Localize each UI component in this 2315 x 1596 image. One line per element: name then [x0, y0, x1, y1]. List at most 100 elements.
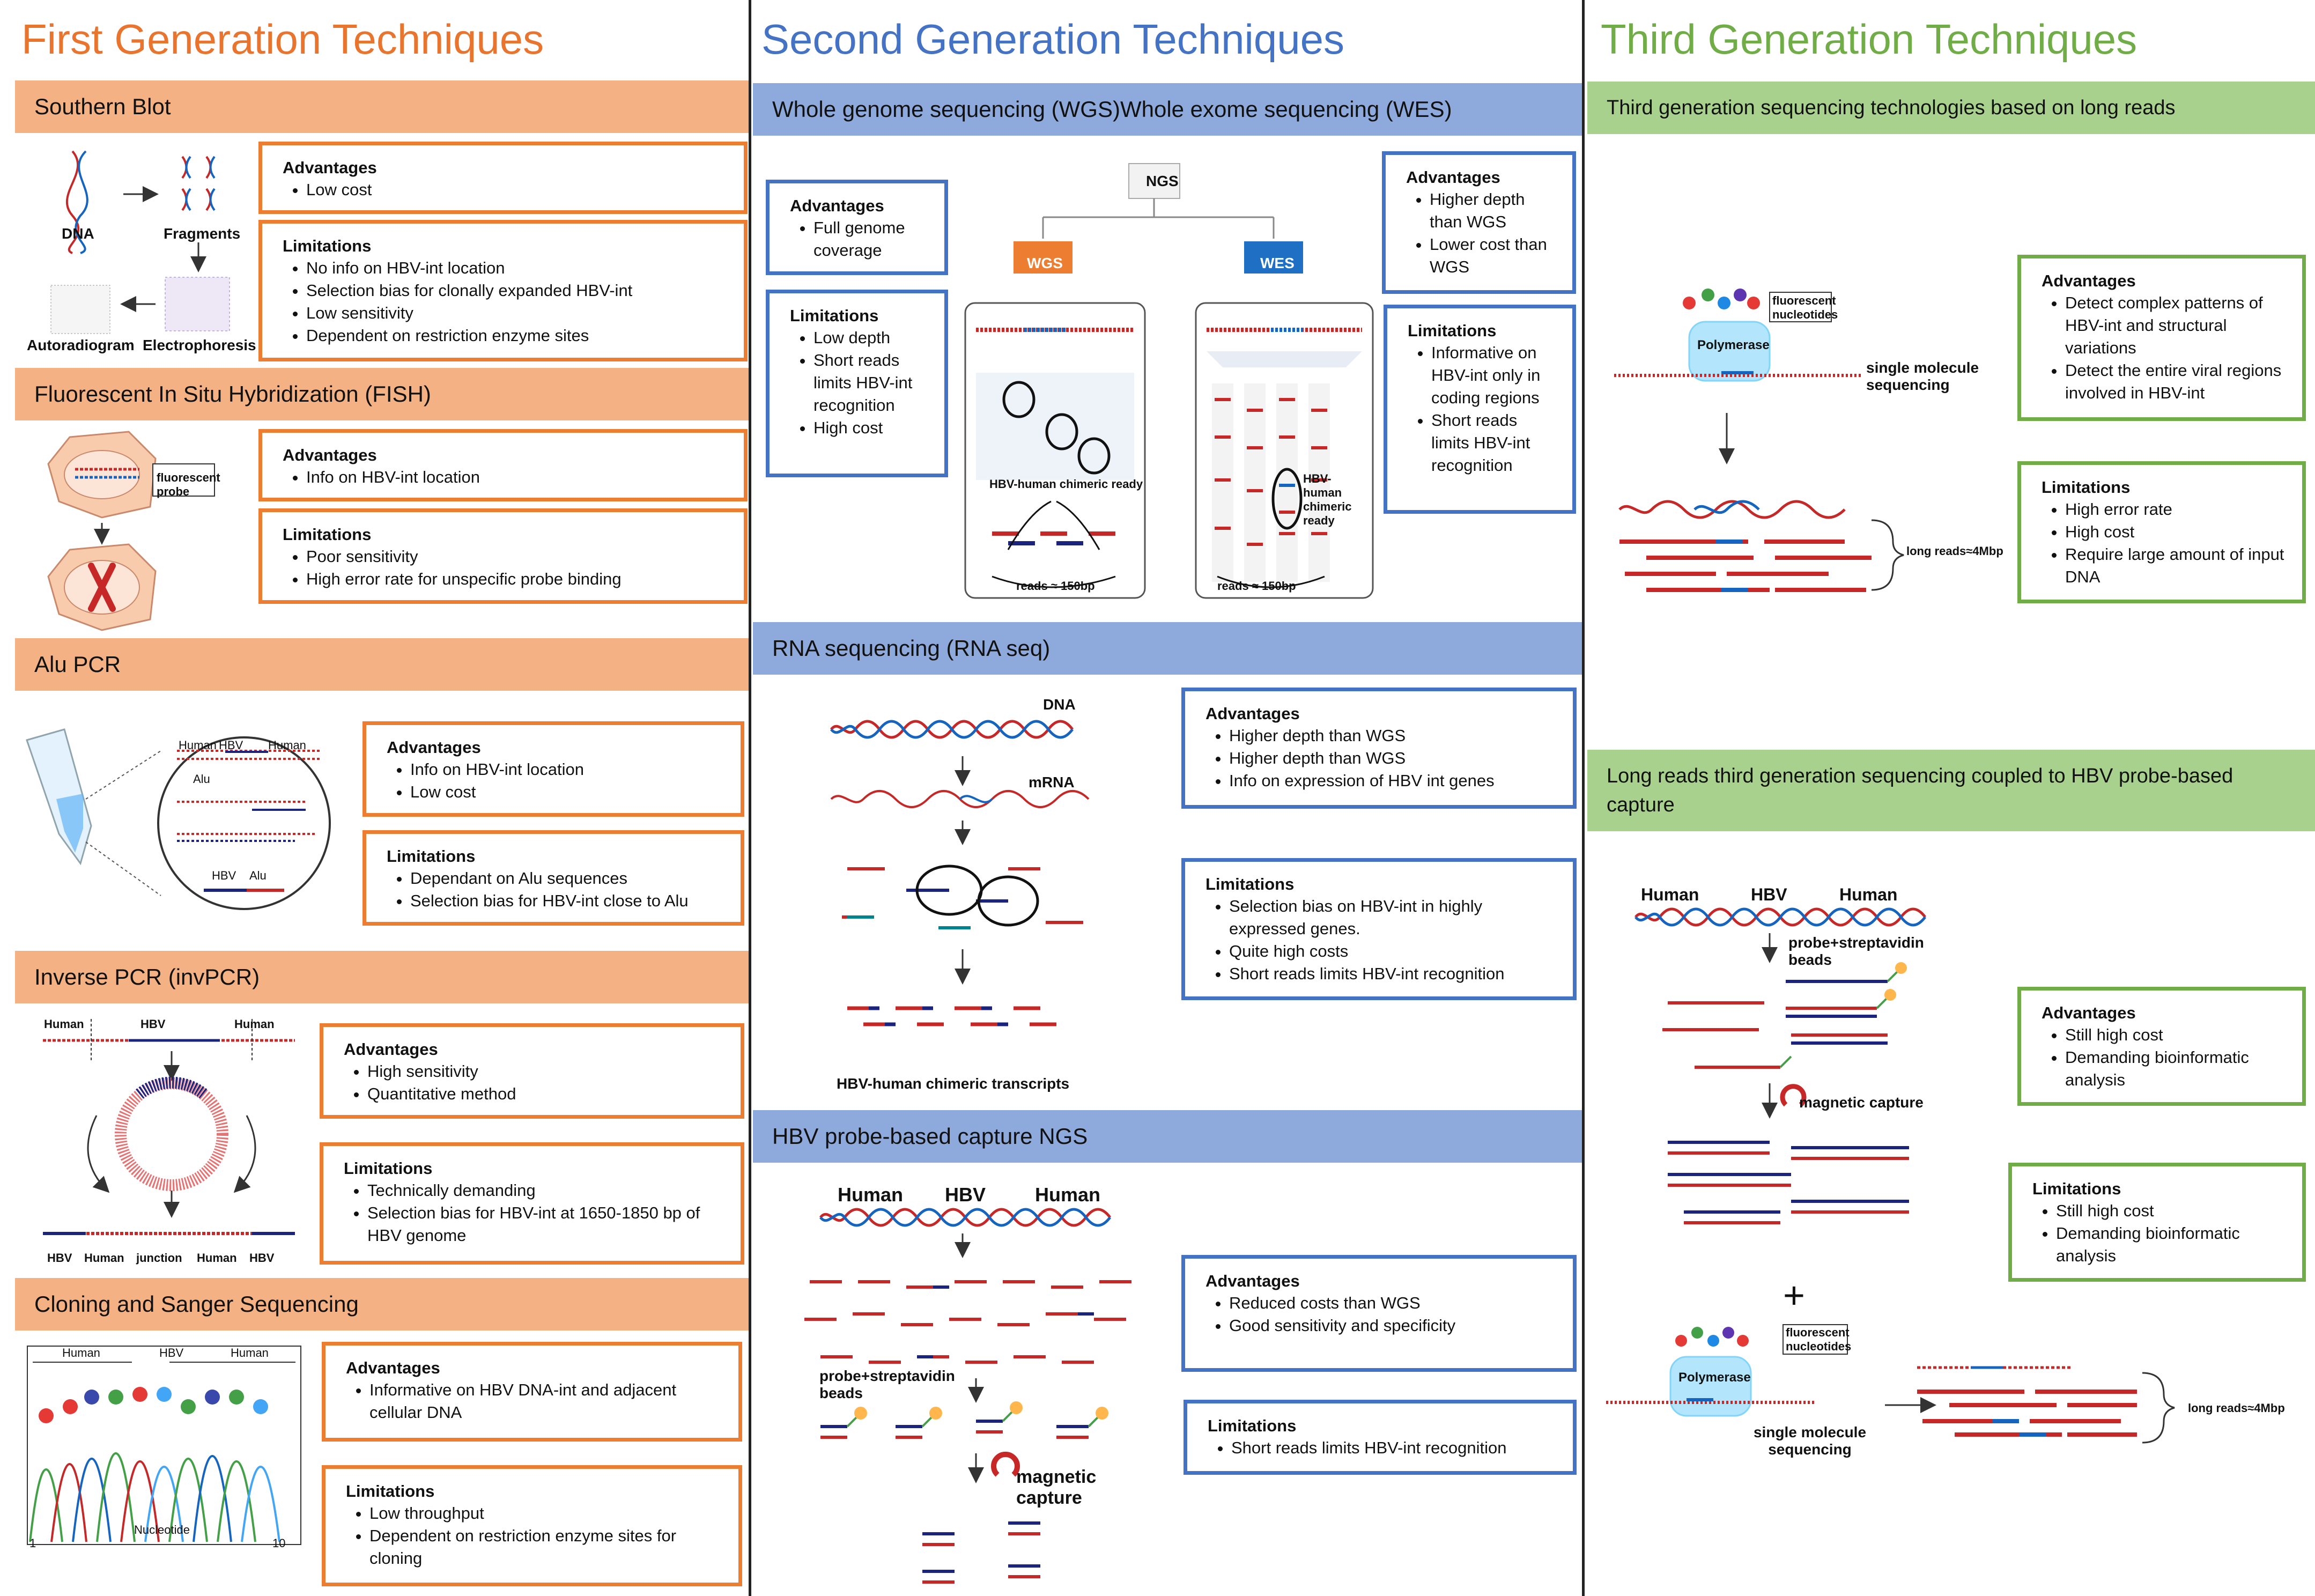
probe-capture-title: HBV probe-based capture NGS — [772, 1124, 1088, 1149]
alu-pcr-header: Alu PCR — [15, 638, 749, 691]
southern-advantages-box: Advantages Low cost — [258, 142, 748, 214]
limitation-item: Require large amount of input DNA — [2065, 543, 2286, 588]
limitation-item: Quite high costs — [1229, 940, 1557, 963]
limitation-item: Selection bias for HBV-int at 1650-1850 … — [367, 1202, 724, 1247]
long-reads-header: Third generation sequencing technologies… — [1587, 82, 2315, 134]
inv-bottom-label-5: HBV — [249, 1251, 275, 1265]
sanger-title: Cloning and Sanger Sequencing — [34, 1291, 359, 1317]
capture-fluorescent-label: fluorescent nucleotides — [1786, 1326, 1852, 1353]
rna-advantages-box: Advantages Higher depth than WGS Higher … — [1181, 688, 1577, 809]
inv-hbv-label: HBV — [140, 1017, 166, 1031]
wes-label: WES — [1260, 255, 1295, 271]
rna-chimeric-label: HBV-human chimeric transcripts — [837, 1075, 1070, 1092]
column-divider-2 — [1582, 0, 1585, 1596]
limitations-heading: Limitations — [2042, 478, 2131, 497]
limitation-item: High cost — [813, 417, 928, 439]
limitation-item: Selection bias on HBV-int in highly expr… — [1229, 895, 1557, 940]
limitation-item: Dependent on restriction enzyme sites fo… — [369, 1525, 722, 1570]
long-reads-title: Third generation sequencing technologies… — [1607, 96, 2176, 119]
probe-magnetic-label: magnetic capture — [1016, 1467, 1097, 1508]
probe-human-label-1: Human — [838, 1184, 904, 1206]
limitations-heading: Limitations — [344, 1159, 433, 1178]
advantage-item: Demanding bioinformatic analysis — [2065, 1046, 2286, 1091]
probe-beads-label: probe+streptavidin beads — [819, 1368, 955, 1401]
advantages-heading: Advantages — [346, 1358, 440, 1377]
wgs-advantages-box: Advantages Full genome coverage — [766, 180, 948, 275]
advantages-heading: Advantages — [2042, 271, 2136, 290]
inv-bottom-label-3: junction — [136, 1251, 182, 1265]
sanger-human-label-2: Human — [231, 1346, 269, 1359]
limitations-heading: Limitations — [1205, 875, 1295, 893]
inverse-pcr-title: Inverse PCR (invPCR) — [34, 964, 260, 989]
advantages-heading: Advantages — [2042, 1003, 2136, 1022]
limitations-heading: Limitations — [346, 1482, 435, 1501]
wgs-label: WGS — [1027, 255, 1063, 271]
capture-sequencing-diagram — [1606, 1324, 2175, 1444]
limitation-item: No info on HBV-int location — [306, 257, 728, 279]
long-limitations-box: Limitations High error rate High cost Re… — [2017, 461, 2306, 603]
probe-capture-diagram — [804, 1208, 1131, 1584]
long-capture-title: Long reads third generation sequencing c… — [1607, 765, 2233, 816]
fluorescent-probe-label: fluorescent probe — [157, 471, 220, 498]
inv-advantages-box: Advantages High sensitivity Quantitative… — [320, 1023, 744, 1119]
wgs-chimeric-label: HBV-human chimeric ready — [989, 477, 1143, 491]
plus-sign: + — [1783, 1274, 1805, 1316]
inverse-pcr-header: Inverse PCR (invPCR) — [15, 951, 749, 1003]
advantage-item: Reduced costs than WGS — [1229, 1292, 1557, 1314]
alu-hbv-label-2: HBV — [212, 869, 236, 882]
limitations-heading: Limitations — [790, 306, 879, 325]
capture-single-molecule-label: single molecule sequencing — [1753, 1424, 1867, 1458]
rna-seq-header: RNA sequencing (RNA seq) — [753, 622, 1582, 675]
inv-limitations-box: Limitations Technically demanding Select… — [320, 1142, 744, 1265]
long-capture-diagram — [1634, 907, 1926, 1224]
advantages-heading: Advantages — [283, 158, 377, 177]
probe-limitations-box: Limitations Short reads limits HBV-int r… — [1184, 1400, 1577, 1475]
rna-limitations-box: Limitations Selection bias on HBV-int in… — [1181, 858, 1577, 1000]
long-polymerase-label: Polymerase — [1697, 338, 1770, 352]
fragments-icon — [181, 156, 216, 211]
sanger-limitations-box: Limitations Low throughput Dependent on … — [322, 1465, 742, 1586]
rna-seq-diagram — [830, 720, 1090, 1026]
wgs-wes-diagram — [964, 163, 1374, 599]
inv-bottom-label-1: HBV — [47, 1251, 72, 1265]
sanger-header: Cloning and Sanger Sequencing — [15, 1278, 749, 1331]
fish-header: Fluorescent In Situ Hybridization (FISH) — [15, 368, 749, 420]
advantage-item: Higher depth than WGS — [1430, 188, 1556, 233]
sanger-advantages-box: Advantages Informative on HBV DNA-int an… — [322, 1342, 742, 1442]
fish-advantages-box: Advantages Info on HBV-int location — [258, 429, 748, 501]
limitation-item: Short reads limits HBV-int recognition — [1431, 409, 1556, 477]
capture-human-label-2: Human — [1839, 885, 1898, 904]
limitations-heading: Limitations — [283, 525, 372, 544]
rna-dna-label: DNA — [1043, 696, 1076, 713]
capture-limitations-box: Limitations Still high cost Demanding bi… — [2008, 1163, 2306, 1282]
inv-human-label-1: Human — [44, 1017, 84, 1031]
long-fluorescent-label: fluorescent nucleotides — [1772, 294, 1838, 321]
fish-title: Fluorescent In Situ Hybridization (FISH) — [34, 381, 431, 407]
advantage-item: Detect the entire viral regions involved… — [2065, 359, 2286, 404]
rna-seq-title: RNA sequencing (RNA seq) — [772, 636, 1051, 661]
southern-blot-header: Southern Blot — [15, 80, 749, 133]
wes-limitations-box: Limitations Informative on HBV-int only … — [1384, 305, 1576, 514]
advantage-item: Info on expression of HBV int genes — [1229, 770, 1557, 792]
probe-advantages-box: Advantages Reduced costs than WGS Good s… — [1181, 1255, 1577, 1372]
wgs-limitations-box: Limitations Low depth Short reads limits… — [766, 290, 948, 477]
limitation-item: Dependant on Alu sequences — [410, 867, 724, 890]
column-divider-1 — [749, 0, 751, 1596]
sanger-hbv-label: HBV — [159, 1346, 184, 1359]
capture-advantages-box: Advantages Still high cost Demanding bio… — [2017, 987, 2306, 1106]
sanger-x-end: 10 — [272, 1536, 286, 1550]
sanger-human-label-1: Human — [62, 1346, 100, 1359]
limitation-item: High cost — [2065, 521, 2286, 543]
limitations-heading: Limitations — [1208, 1416, 1297, 1435]
advantages-heading: Advantages — [1205, 1272, 1300, 1290]
limitation-item: Technically demanding — [367, 1179, 724, 1202]
alu-pcr-diagram — [26, 728, 331, 910]
limitation-item: Short reads limits HBV-int recognition — [813, 349, 928, 417]
limitation-item: Poor sensitivity — [306, 545, 728, 568]
wgs-wes-title: Whole genome sequencing (WGS)Whole exome… — [772, 97, 1452, 122]
long-capture-header: Long reads third generation sequencing c… — [1587, 750, 2315, 831]
southern-limitations-box: Limitations No info on HBV-int location … — [258, 220, 748, 361]
advantages-heading: Advantages — [283, 446, 377, 464]
limitation-item: High error rate — [2065, 498, 2286, 521]
dna-icon — [65, 150, 88, 254]
